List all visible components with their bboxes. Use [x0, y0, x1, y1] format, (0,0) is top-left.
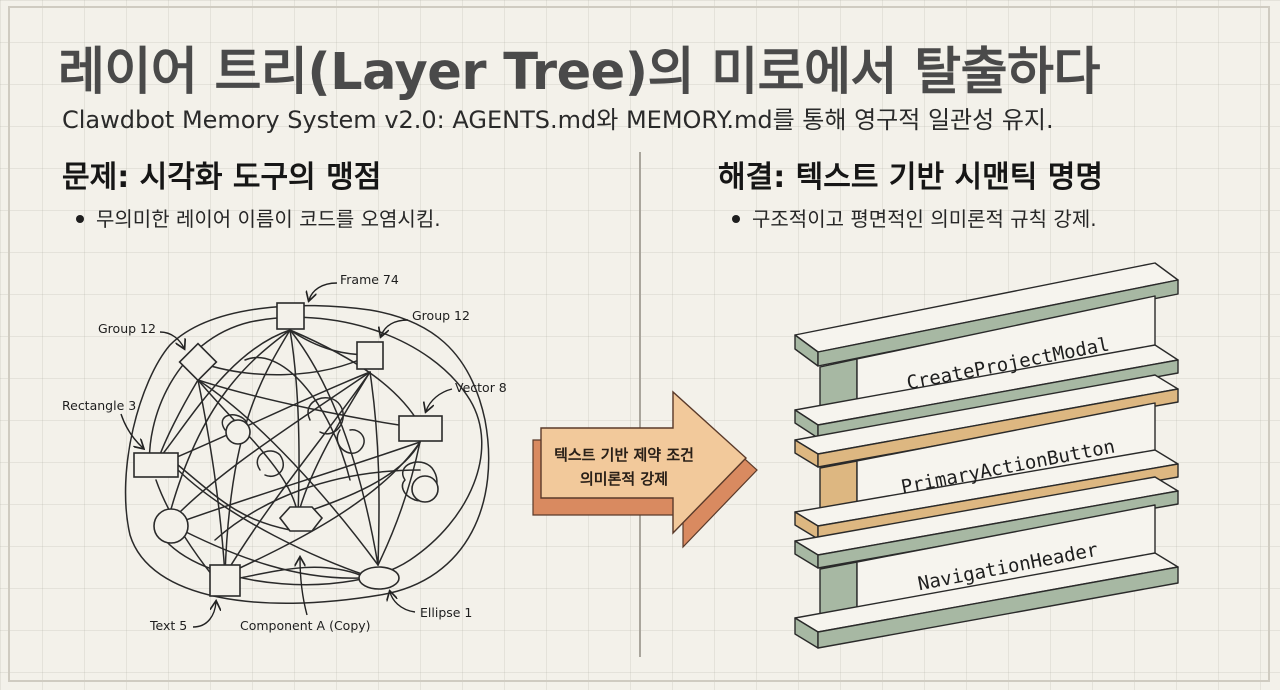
loop-node-right: [411, 475, 439, 503]
bullet-dot-icon: [76, 214, 84, 223]
layer-3-plank-front: [817, 490, 1179, 569]
page-subtitle: Clawdbot Memory System v2.0: AGENTS.md와 …: [62, 106, 1054, 134]
group-right-callout-arrow: [381, 319, 409, 336]
ellipse-node: [358, 566, 400, 590]
arrow-text-line2: 의미론적 강제: [580, 470, 668, 488]
frame-callout-arrow: [309, 282, 338, 300]
label-group-left: Group 12: [98, 321, 156, 336]
top-cap-front: [817, 279, 1179, 367]
text-callout-arrow: [192, 602, 216, 628]
arrow-main-shape: [540, 390, 748, 535]
layer-1-plank-front: [817, 359, 1179, 439]
tangled-layer-tree: [124, 304, 490, 604]
problem-bullet: 무의미한 레이어 이름이 코드를 오염시킴.: [76, 203, 441, 232]
rectangle-node: [133, 452, 179, 478]
vector-callout-arrow: [426, 388, 453, 411]
layer-stack: [794, 262, 1179, 649]
column-divider: [639, 152, 641, 657]
problem-heading: 문제: 시각화 도구의 맹점: [62, 160, 382, 195]
group-diamond-node: [178, 342, 218, 382]
label-frame: Frame 74: [340, 272, 399, 287]
base-plank-front: [817, 566, 1179, 649]
label-rectangle: Rectangle 3: [62, 398, 136, 413]
problem-bullet-text: 무의미한 레이어 이름이 코드를 오염시킴.: [96, 207, 441, 231]
text-node: [209, 564, 241, 597]
group-left-callout-arrow: [159, 331, 184, 348]
label-text: Text 5: [149, 618, 187, 633]
solution-heading: 해결: 텍스트 기반 시맨틱 명명: [718, 160, 1103, 195]
loop-node: [225, 419, 251, 445]
label-vector: Vector 8: [455, 380, 507, 395]
layer-2-plank-front: [817, 388, 1179, 468]
frame-node: [276, 302, 305, 330]
solution-bullet-text: 구조적이고 평면적인 의미론적 규칙 강제.: [752, 207, 1097, 231]
solution-bullet: 구조적이고 평면적인 의미론적 규칙 강제.: [732, 203, 1097, 232]
label-component: Component A (Copy): [240, 618, 371, 633]
bullet-dot-icon: [732, 214, 740, 223]
transform-arrow: 텍스트 기반 제약 조건 의미론적 강제: [532, 390, 758, 549]
slide-frame: [8, 6, 1270, 682]
label-group-right: Group 12: [412, 308, 470, 323]
vector-node: [398, 415, 443, 442]
ellipse-callout-arrow: [390, 592, 416, 613]
group-square-node: [356, 341, 384, 370]
circle-node: [153, 508, 189, 544]
arrow-text-line1: 텍스트 기반 제약 조건: [554, 446, 694, 464]
page-title: 레이어 트리(Layer Tree)의 미로에서 탈출하다: [58, 43, 1100, 102]
label-ellipse: Ellipse 1: [420, 605, 472, 620]
component-hexagon-node: [278, 506, 324, 532]
component-callout-arrow: [300, 558, 308, 616]
rectangle-callout-arrow: [120, 413, 143, 448]
